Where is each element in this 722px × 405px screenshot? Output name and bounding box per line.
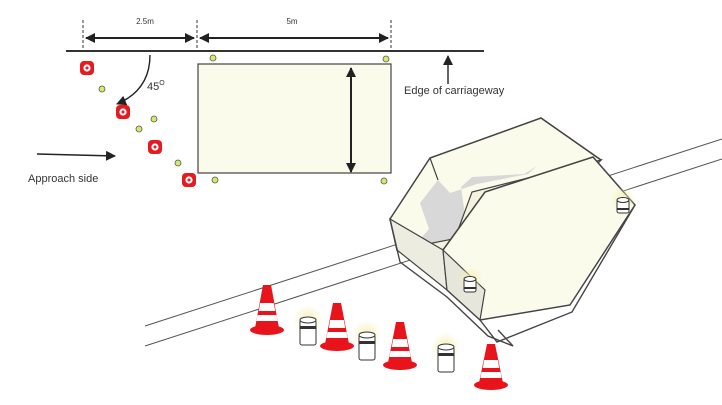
traffic-cone-icon [320, 303, 354, 351]
road-lamp-icon [293, 305, 323, 346]
hazard-beacon-icon [116, 105, 130, 119]
approach-side-label: Approach side [28, 173, 98, 185]
hazard-beacon-icon [80, 61, 94, 75]
lamp-dot [380, 177, 388, 185]
traffic-cone-icon [383, 322, 417, 370]
work-area [197, 63, 392, 174]
edge-of-carriageway-label: Edge of carriageway [404, 85, 505, 97]
lamp-dot [135, 125, 143, 133]
traffic-cone-icon [474, 344, 508, 390]
traffic-cone-icon [250, 285, 284, 335]
lamp-dot [382, 55, 390, 63]
hazard-beacon-icon [148, 140, 162, 154]
road-lamp-icon [352, 320, 382, 361]
road-lamp-icon [431, 332, 461, 373]
dim-label-5m: 5m [286, 17, 297, 26]
lamp-dot [209, 54, 217, 62]
road-lamp-icon [610, 187, 636, 214]
lamp-dot [174, 159, 182, 167]
angle-label: 45O [147, 80, 165, 93]
dim-label-2-5m: 2.5m [136, 17, 154, 26]
lamp-dot [211, 176, 219, 184]
approach-arrow-icon [36, 150, 116, 161]
lamp-dot [150, 115, 158, 123]
road-lamp-icon [457, 266, 483, 293]
impact-cushion-icon [389, 117, 636, 347]
lamp-dot [98, 85, 106, 93]
hazard-beacon-icon [182, 173, 196, 187]
angle-arrow-icon [116, 54, 151, 106]
